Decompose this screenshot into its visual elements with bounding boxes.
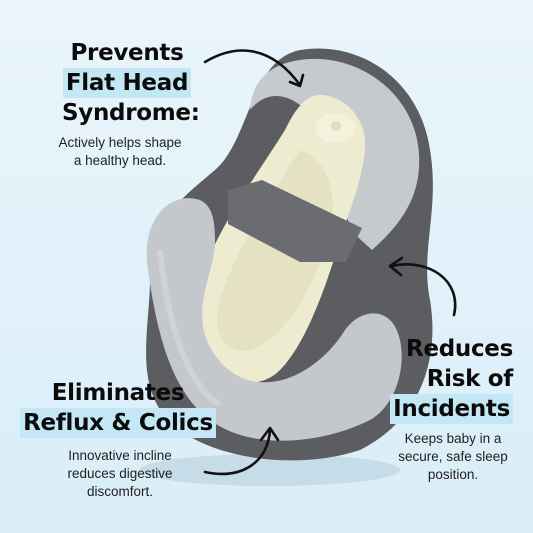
- risk-heading-line-2: Risk of: [426, 366, 514, 392]
- risk-heading-line-1: Reduces: [406, 336, 513, 362]
- flat-head-description: Actively helps shape a healthy head.: [58, 135, 182, 168]
- arrow-reflux-icon: [203, 428, 272, 476]
- flat-head-heading-line-1: Prevents: [70, 40, 184, 66]
- risk-heading-line-3: Incidents: [390, 394, 513, 424]
- reflux-heading-line-1: Eliminates: [51, 380, 185, 406]
- flat-head-heading-line-3: Syndrome:: [62, 100, 200, 126]
- arrow-head-icon: [203, 49, 302, 87]
- arrow-risk-icon: [390, 263, 457, 317]
- flat-head-heading-line-2: Flat Head: [62, 68, 192, 98]
- risk-heading: Reduces Risk of Incidents: [388, 334, 513, 424]
- reflux-heading: Eliminates Reflux & Colics: [20, 378, 216, 438]
- flat-head-heading: Prevents Flat Head Syndrome:: [62, 38, 200, 128]
- risk-description: Keeps baby in a secure, safe sleep posit…: [398, 431, 508, 482]
- safety-strap: [228, 180, 362, 262]
- reflux-description: Innovative incline reduces digestive dis…: [67, 448, 173, 499]
- side-cushion: [146, 198, 402, 441]
- reflux-heading-line-2: Reflux & Colics: [20, 408, 216, 438]
